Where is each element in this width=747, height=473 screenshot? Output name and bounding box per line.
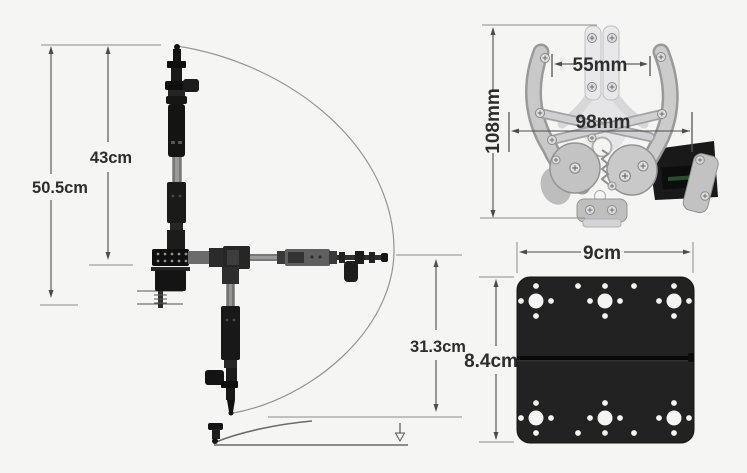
mount-plate-diagram: 9cm 8.4cm <box>464 242 695 444</box>
label-lower-reach: 31.3cm <box>410 338 466 356</box>
dim-lower-reach: 31.3cm <box>396 254 466 412</box>
label-plate-width: 9cm <box>583 243 621 264</box>
wrist-servo <box>183 79 199 92</box>
lowest-position-stub <box>208 423 223 444</box>
gripper-center-hole <box>591 136 613 158</box>
label-plate-height: 8.4cm <box>464 351 518 372</box>
lower-servo <box>205 370 224 385</box>
arm-side-view-diagram: 50.5cm 43cm 31.3cm <box>32 44 466 446</box>
gripper-gears <box>540 142 658 205</box>
dim-gripper-length: 108mm <box>480 24 597 219</box>
elbow-servo <box>344 261 358 282</box>
gripper-mount-bracket <box>576 198 628 228</box>
gripper-rear-bracket <box>682 153 719 214</box>
dim-gripper-width: 98mm <box>508 112 693 152</box>
dim-plate-height: 8.4cm <box>464 276 518 443</box>
plate-holes <box>518 283 692 436</box>
dim-total-height: 50.5cm <box>32 46 88 306</box>
arm-upper-link <box>165 44 199 251</box>
base-servo <box>155 270 186 291</box>
dim-jaw-opening: 55mm <box>551 54 651 77</box>
label-total-height: 50.5cm <box>32 179 88 197</box>
dim-upper-height: 43cm <box>89 46 133 266</box>
gripper-cross-links <box>535 108 667 145</box>
label-gripper-length: 108mm <box>483 88 504 154</box>
arm-base <box>151 249 190 308</box>
lower-sweep-arc <box>215 420 313 443</box>
label-jaw-opening: 55mm <box>573 55 628 76</box>
arm-horizontal-link <box>188 246 388 282</box>
label-upper-height: 43cm <box>90 149 132 167</box>
plate-groove <box>517 356 694 360</box>
label-gripper-width: 98mm <box>576 112 631 133</box>
gear-teeth <box>600 149 610 185</box>
gripper-fingers <box>584 25 620 101</box>
arm-lower-link <box>205 267 240 416</box>
reach-arc <box>176 45 395 414</box>
drop-arrow <box>394 423 406 443</box>
dim-plate-width: 9cm <box>516 242 694 273</box>
gripper-front-view-diagram: 108mm 55mm 98mm <box>480 24 719 228</box>
